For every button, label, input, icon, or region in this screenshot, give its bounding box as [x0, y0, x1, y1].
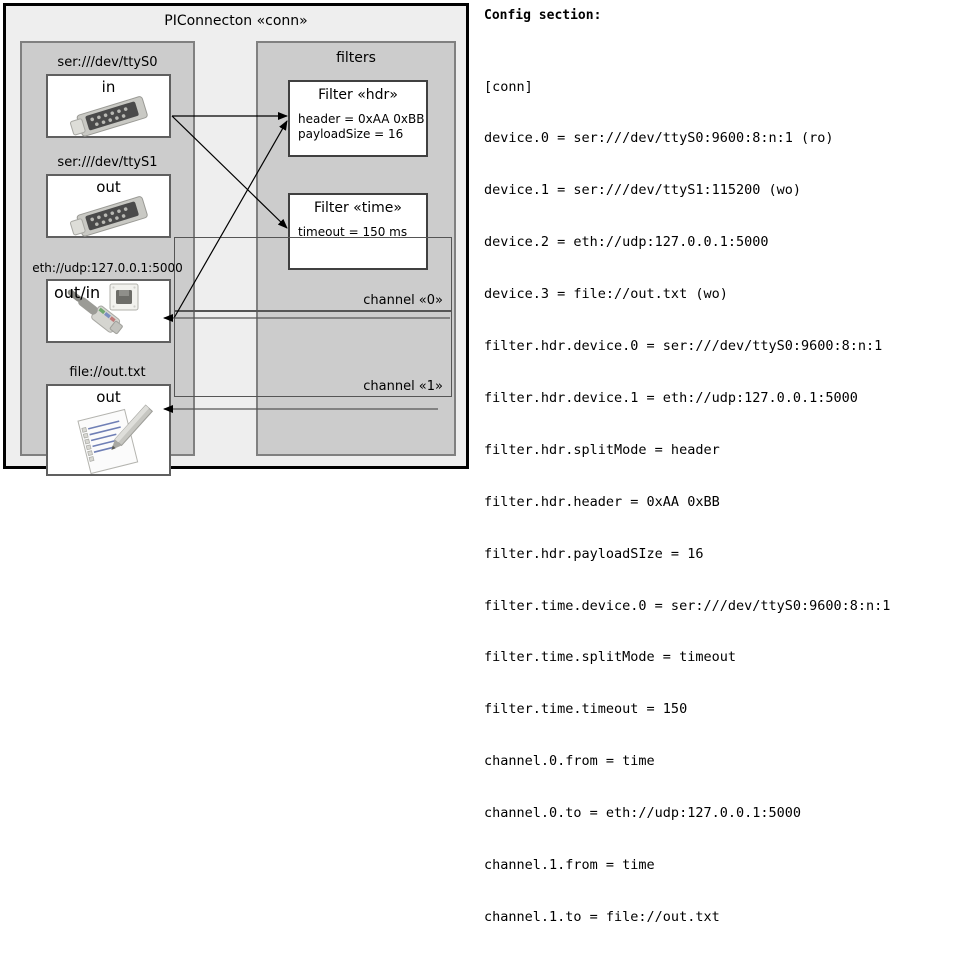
- device-label-in: in: [101, 78, 116, 96]
- config-line: filter.hdr.device.1 = eth://udp:127.0.0.…: [484, 389, 858, 406]
- filter-time-attributes: timeout = 150 ms: [298, 225, 407, 240]
- screenshot-root: PIConnecton «conn» ser:///dev/ttyS0 in: [3, 0, 964, 925]
- filter-hdr-attr-header: header = 0xAA 0xBB: [298, 112, 425, 126]
- channel-1-label: channel «1»: [363, 379, 443, 394]
- device-label-out-in: out/in: [54, 283, 101, 302]
- filter-hdr-attributes: header = 0xAA 0xBB payloadSize = 16: [298, 112, 424, 142]
- config-line: channel.0.from = time: [484, 753, 655, 770]
- device-label-out-file: out: [96, 388, 121, 406]
- config-heading: Config section:: [484, 8, 602, 23]
- filter-box-time[interactable]: Filter «time» timeout = 150 ms: [288, 193, 428, 270]
- filter-box-hdr[interactable]: Filter «hdr» header = 0xAA 0xBB payloadS…: [288, 80, 428, 157]
- config-line: filter.time.timeout = 150: [484, 701, 688, 718]
- config-line: device.3 = file://out.txt (wo): [484, 286, 728, 303]
- device-caption-eth: eth://udp:127.0.0.1:5000: [32, 261, 183, 275]
- device-box-ttys0[interactable]: in: [46, 74, 171, 138]
- config-line: channel.1.from = time: [484, 856, 655, 873]
- diagram-title: PIConnecton «conn»: [164, 13, 308, 29]
- filter-time-title: Filter «time»: [314, 200, 402, 216]
- config-lines: [conn] device.0 = ser:///dev/ttyS0:9600:…: [484, 44, 890, 961]
- device-caption-file: file://out.txt: [69, 365, 146, 380]
- config-line: device.1 = ser:///dev/ttyS1:115200 (wo): [484, 182, 801, 199]
- device-box-file[interactable]: out: [46, 384, 171, 476]
- config-line: channel.0.to = eth://udp:127.0.0.1:5000: [484, 805, 801, 822]
- config-line: filter.hdr.payloadSIze = 16: [484, 545, 704, 562]
- filter-time-attr-timeout: timeout = 150 ms: [298, 225, 408, 239]
- filter-hdr-attr-payloadsize: payloadSize = 16: [298, 127, 404, 141]
- config-line: filter.hdr.header = 0xAA 0xBB: [484, 493, 720, 510]
- config-line: filter.time.splitMode = timeout: [484, 649, 736, 666]
- devices-panel: ser:///dev/ttyS0 in: [20, 41, 195, 476]
- channel-box-1[interactable]: channel «1»: [174, 311, 452, 397]
- device-caption-ttys0: ser:///dev/ttyS0: [57, 55, 158, 70]
- config-line: device.2 = eth://udp:127.0.0.1:5000: [484, 234, 769, 251]
- config-line: device.0 = ser:///dev/ttyS0:9600:8:n:1 (…: [484, 130, 834, 147]
- filters-panel: filters Filter «hdr» header = 0xAA 0xBB …: [174, 41, 456, 456]
- config-line: filter.hdr.splitMode = header: [484, 441, 720, 458]
- filters-panel-title: filters: [336, 50, 376, 66]
- config-line: channel.1.to = file://out.txt: [484, 908, 720, 925]
- channel-0-label: channel «0»: [363, 293, 443, 308]
- device-box-ttys1[interactable]: out: [46, 174, 171, 238]
- config-line: filter.hdr.device.0 = ser:///dev/ttyS0:9…: [484, 338, 883, 355]
- device-label-out-serial: out: [96, 178, 121, 196]
- device-caption-ttys1: ser:///dev/ttyS1: [57, 155, 158, 170]
- config-section: Config section: [conn] device.0 = ser://…: [482, 0, 964, 925]
- filter-hdr-title: Filter «hdr»: [318, 87, 398, 103]
- config-line: [conn]: [484, 78, 533, 95]
- channel-box-0[interactable]: channel «0»: [174, 237, 452, 311]
- connector-diagram: PIConnecton «conn» ser:///dev/ttyS0 in: [3, 3, 469, 476]
- config-line: filter.time.device.0 = ser:///dev/ttyS0:…: [484, 597, 891, 614]
- device-box-eth[interactable]: out/in: [46, 279, 171, 343]
